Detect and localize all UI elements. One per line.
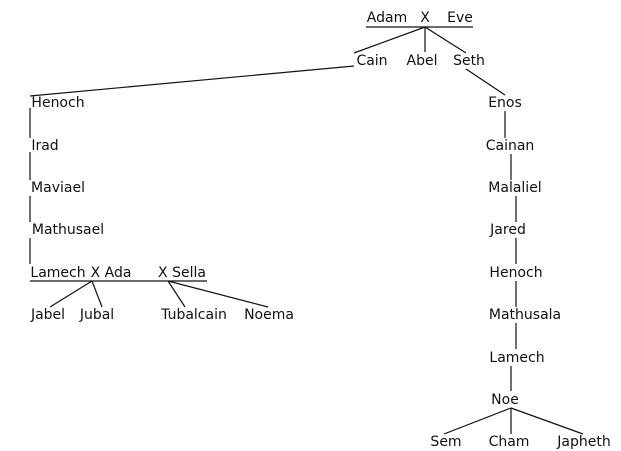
link-sella-noema xyxy=(167,280,269,308)
node-mathusael: Mathusael xyxy=(31,222,105,238)
node-henoch-cain-line: Henoch xyxy=(31,95,85,111)
node-ada: X Ada xyxy=(90,265,132,281)
link-seth-enos xyxy=(465,68,506,96)
link-cain-henoch xyxy=(29,65,355,97)
node-jubal: Jubal xyxy=(79,307,115,323)
node-enos: Enos xyxy=(488,95,522,111)
node-noe: Noe xyxy=(491,392,519,408)
node-malaliel: Malaliel xyxy=(488,180,542,196)
node-lamech-cain-line: Lamech xyxy=(30,265,86,281)
marriage-cross-adam-eve: X xyxy=(420,10,430,26)
node-jabel: Jabel xyxy=(30,307,66,323)
link-adam-cain xyxy=(353,26,426,54)
link-sella-tubalcain xyxy=(167,280,186,308)
node-lamech-seth-line: Lamech xyxy=(489,350,545,366)
node-henoch-seth-line: Henoch xyxy=(489,265,543,281)
node-mathusala: Mathusala xyxy=(488,307,562,323)
node-jared: Jared xyxy=(490,222,526,238)
node-japheth: Japheth xyxy=(557,434,611,450)
node-seth: Seth xyxy=(453,53,485,69)
link-ada-jubal xyxy=(91,280,103,308)
node-cainan: Cainan xyxy=(485,138,535,154)
node-noema: Noema xyxy=(244,307,294,323)
node-cain: Cain xyxy=(356,53,388,69)
link-noe-sem xyxy=(443,407,512,435)
link-noe-japheth xyxy=(510,407,584,435)
link-adam-seth xyxy=(424,26,467,54)
node-tubalcain: Tubalcain xyxy=(161,307,227,323)
node-maviael: Maviael xyxy=(31,180,85,196)
node-irad: Irad xyxy=(31,138,59,154)
node-sella: X Sella xyxy=(158,265,206,281)
node-cham: Cham xyxy=(488,434,530,450)
node-adam: Adam xyxy=(366,10,408,26)
node-sem: Sem xyxy=(430,434,462,450)
node-eve: Eve xyxy=(447,10,473,26)
link-ada-jabel xyxy=(49,280,93,308)
node-abel: Abel xyxy=(406,53,438,69)
